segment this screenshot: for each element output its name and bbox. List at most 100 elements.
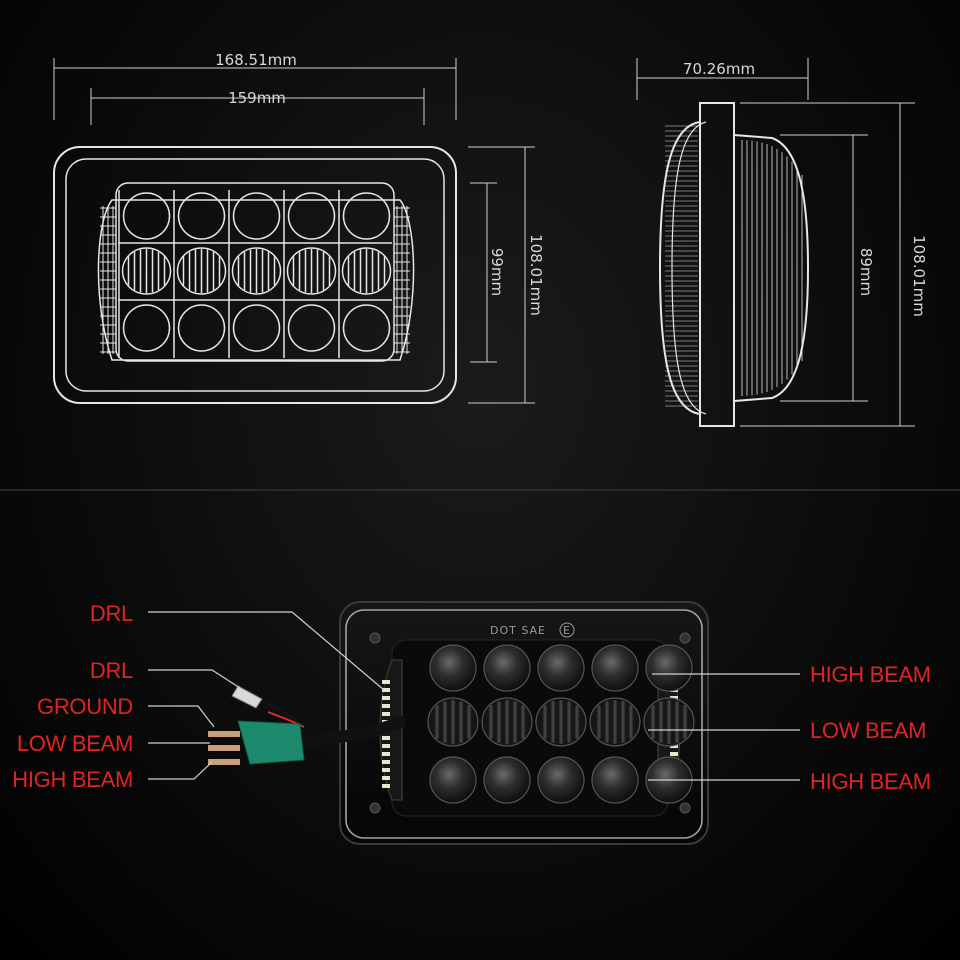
high-beam-lens [429,756,477,804]
lens-outline [232,192,281,240]
lens-outline [342,304,391,352]
front-dimension-lines [53,58,535,404]
lens-outline [122,192,171,240]
lens-outline [287,304,336,352]
front-inner-width-label: 159mm [228,89,286,107]
side-depth-label: 70.26mm [683,60,755,78]
front-outer-height-label: 108.01mm [527,234,545,316]
drl-led [382,744,390,748]
high-beam-lens [429,644,477,692]
drl-spade-terminal [231,685,263,709]
connector-pin [208,745,240,751]
drl-led [382,712,390,716]
side-cooling-fins [741,140,803,396]
drl-led [382,776,390,780]
connector-pin [208,759,240,765]
barrel-lens-outline [231,247,282,295]
low-beam-rib [682,705,688,739]
low-beam-rib [458,701,464,743]
low-beam-rib [434,705,440,739]
lens-outline [287,192,336,240]
front-drl-grilles [100,206,410,354]
lens-outline [342,192,391,240]
low-beam-rib [450,700,456,744]
side-lens-dome [658,121,701,415]
connector-pin [208,731,240,737]
label-low-beam-right: LOW BEAM [810,718,926,743]
low-beam-rib [666,700,672,744]
side-view-drawing [658,102,810,427]
drl-led [382,784,390,788]
front-view-drawing [53,146,457,404]
drl-led [382,688,390,692]
photo-lens-array [427,644,695,804]
front-outer-width-label: 168.51mm [215,51,297,69]
label-drl-2: DRL [90,658,133,683]
barrel-lens-outline [176,247,227,295]
low-beam-rib [442,701,448,743]
screw [369,802,381,814]
front-outer-bezel [53,146,457,404]
low-beam-rib [496,701,502,743]
high-beam-lens [591,644,639,692]
label-drl-1: DRL [90,601,133,626]
low-beam-rib [658,701,664,743]
label-high-beam-top: HIGH BEAM [810,662,931,687]
high-beam-lens [537,644,585,692]
low-beam-rib [520,705,526,739]
low-beam-rib [550,701,556,743]
barrel-lens-outline [341,247,392,295]
e-mark-text: E [563,624,571,637]
high-beam-lens [591,756,639,804]
drl-led [382,752,390,756]
barrel-lens-outline [286,247,337,295]
screw [679,802,691,814]
barrel-lens-outline [121,247,172,295]
low-beam-rib [566,701,572,743]
low-beam-rib [466,705,472,739]
label-high-beam-left: HIGH BEAM [12,767,133,792]
low-beam-rib [574,705,580,739]
wiring-harness [208,685,406,765]
side-outer-height-label: 108.01mm [910,235,928,317]
high-beam-lens [483,756,531,804]
low-beam-rib [674,701,680,743]
high-beam-lens [537,756,585,804]
side-flange [699,102,735,427]
low-beam-rib [650,705,656,739]
drl-led [382,680,390,684]
drl-led [382,696,390,700]
h4-connector [237,720,305,765]
lens-outline [122,304,171,352]
screw [679,632,691,644]
low-beam-rib [628,705,634,739]
low-beam-rib [604,701,610,743]
front-lens-cluster [115,182,395,362]
label-high-beam-bottom: HIGH BEAM [810,769,931,794]
lens-outline [232,304,281,352]
high-beam-lens [645,644,693,692]
side-housing [733,133,810,403]
low-beam-rib [504,700,510,744]
halo-ring [345,609,703,839]
low-beam-rib [542,705,548,739]
drl-led [382,736,390,740]
e-mark-icon [559,622,575,638]
dot-sae-emblem: DOT SAE [490,624,546,637]
low-beam-rib [558,700,564,744]
lens-outline [177,304,226,352]
side-knurl-texture [665,125,698,407]
side-lens-height-label: 89mm [857,248,875,296]
drl-led [382,760,390,764]
high-beam-lens [483,644,531,692]
label-ground: GROUND [37,694,133,719]
lens-outline [177,192,226,240]
front-inner-height-label: 99mm [488,248,506,296]
drl-led [382,768,390,772]
label-low-beam-left: LOW BEAM [17,731,133,756]
drl-led [670,752,678,756]
low-beam-rib [512,701,518,743]
front-inner-bezel [65,158,445,392]
low-beam-rib [488,705,494,739]
